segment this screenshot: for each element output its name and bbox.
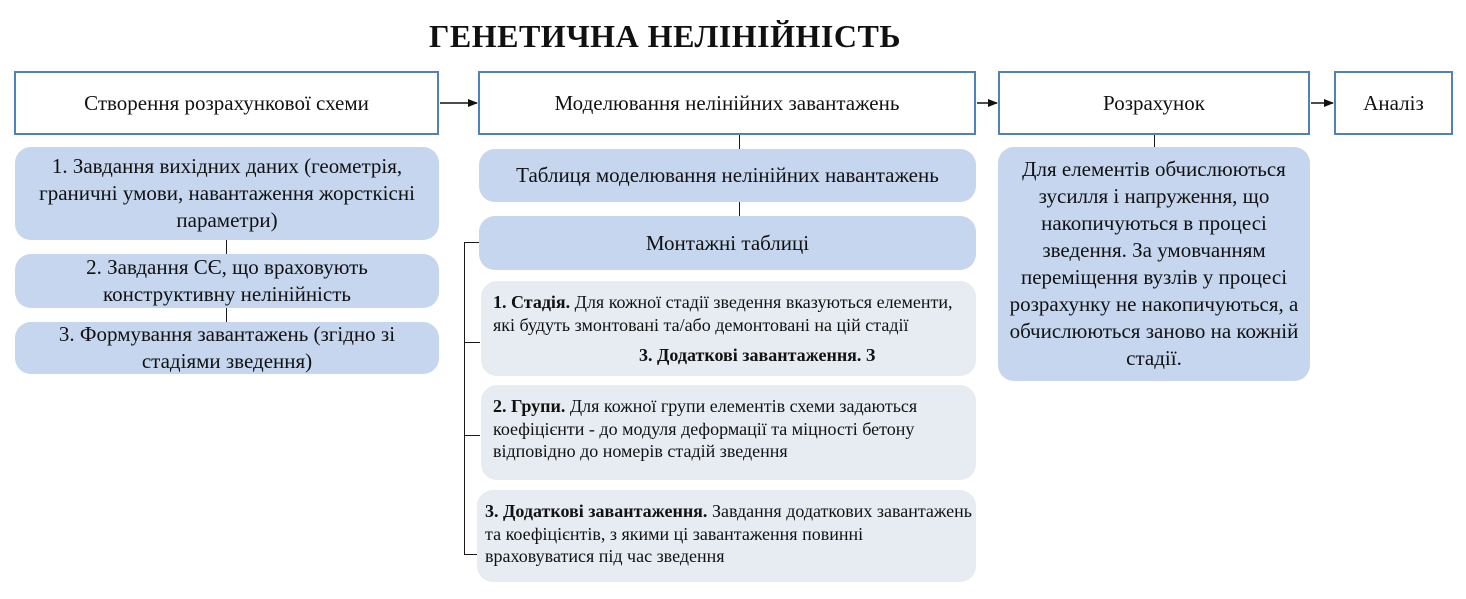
montage-item-groups-head: 2. Групи.	[493, 396, 566, 416]
col1-step-2: 2. Завдання СЄ, що враховують конструкти…	[15, 254, 439, 308]
col1-step-1-text: 1. Завдання вихідних даних (геометрія, г…	[39, 154, 415, 232]
diagram-title: ГЕНЕТИЧНА НЕЛІНІЙНІСТЬ	[429, 18, 901, 54]
bracket-item-2	[464, 435, 480, 436]
col1-connector-b	[226, 308, 227, 322]
header-analysis: Аналіз	[1334, 71, 1453, 135]
table-modeling-label: Таблиця моделювання нелінійних навантаже…	[516, 163, 939, 187]
montage-item-additional: 3. Додаткові завантаження. Завдання дода…	[477, 490, 976, 582]
header-analysis-label: Аналіз	[1363, 90, 1424, 115]
montage-tables-label: Монтажні таблиці	[645, 230, 810, 255]
bracket-top	[464, 242, 480, 243]
montage-item-additional-text: Завдання додаткових завантажень та коефі…	[485, 501, 972, 566]
bracket-item-1	[464, 342, 480, 343]
overlap-text: 3. Додаткові завантаження. З	[639, 345, 876, 365]
header-nonlinear-modeling-label: Моделювання нелінійних завантажень	[554, 90, 900, 115]
montage-item-additional-head: 3. Додаткові завантаження.	[485, 501, 708, 521]
montage-item-stage: 1. Стадія. Для кожної стадії зведення вк…	[481, 281, 976, 376]
header-create-scheme-label: Створення розрахункової схеми	[84, 90, 369, 115]
header-calculation-label: Розрахунок	[1103, 90, 1205, 115]
col2-connector-a	[739, 135, 740, 149]
col1-step-3: 3. Формування завантажень (згідно зі ста…	[15, 322, 439, 374]
header-create-scheme: Створення розрахункової схеми	[14, 71, 439, 135]
col1-step-2-text: 2. Завдання СЄ, що враховують конструкти…	[86, 255, 368, 306]
col1-step-1: 1. Завдання вихідних даних (геометрія, г…	[15, 147, 439, 240]
calculation-description-text: Для елементів обчислюються зусилля і нап…	[1009, 157, 1299, 370]
col1-step-3-text: 3. Формування завантажень (згідно зі ста…	[58, 322, 396, 373]
table-modeling-box: Таблиця моделювання нелінійних навантаже…	[479, 149, 976, 202]
montage-tables-box: Монтажні таблиці	[479, 216, 976, 270]
montage-item-stage-head: 1. Стадія.	[493, 292, 571, 312]
col2-connector-b	[739, 202, 740, 216]
header-nonlinear-modeling: Моделювання нелінійних завантажень	[478, 71, 976, 135]
montage-item-stage-text: Для кожної стадії зведення вказуються ел…	[493, 292, 953, 335]
col3-connector	[1154, 135, 1155, 147]
montage-item-groups: 2. Групи. Для кожної групи елементів схе…	[481, 385, 976, 480]
bracket-vertical	[464, 242, 465, 555]
col1-connector-a	[226, 240, 227, 254]
header-calculation: Розрахунок	[998, 71, 1310, 135]
calculation-description: Для елементів обчислюються зусилля і нап…	[998, 147, 1310, 381]
bracket-item-3	[464, 554, 480, 555]
montage-item-groups-text: Для кожної групи елементів схеми задають…	[493, 396, 918, 461]
